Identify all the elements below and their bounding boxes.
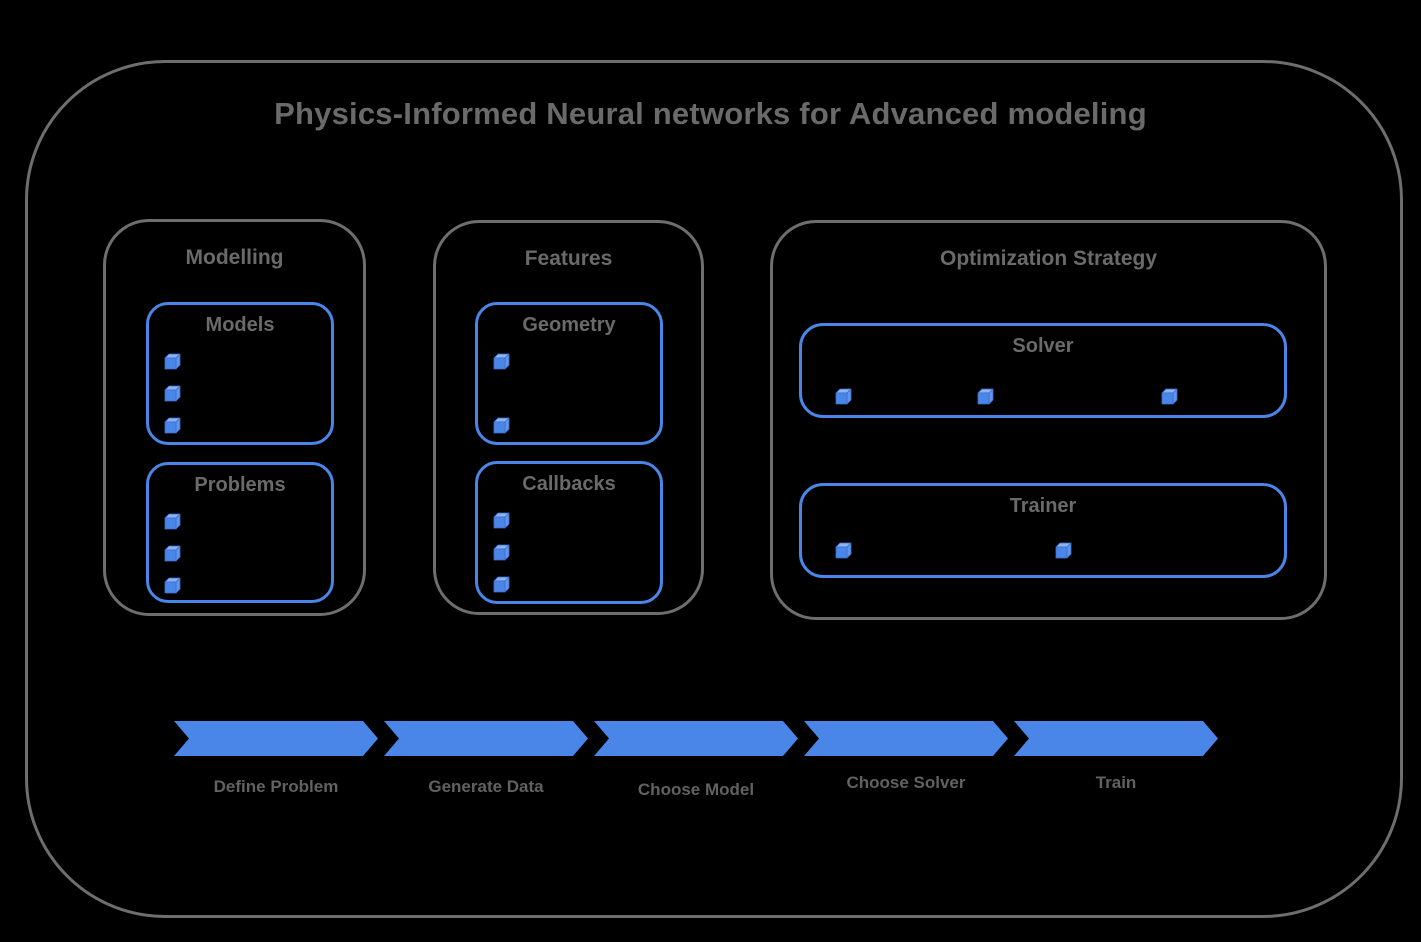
cube-icon	[164, 513, 181, 530]
pipeline-step-label: Define Problem	[213, 777, 339, 796]
pipeline-step-label: Choose Model	[637, 780, 755, 799]
section-modelling-title: Modelling	[185, 246, 284, 269]
cube-icon	[164, 545, 181, 562]
pipeline-step-label: Choose Solver	[846, 773, 966, 792]
cube-icon	[493, 417, 510, 434]
group-trainer-title: Trainer	[1009, 495, 1077, 517]
cube-icon	[164, 353, 181, 370]
pipeline-step-label: Generate Data	[428, 777, 544, 796]
section-modelling: Modelling Models Problems	[103, 219, 366, 616]
group-callbacks: Callbacks	[475, 461, 663, 604]
pipeline-step-choose-model: Choose Model	[594, 721, 798, 800]
cube-icon	[835, 542, 852, 559]
pipeline-step-choose-solver: Choose Solver	[804, 721, 1008, 800]
chevron-segment	[1014, 721, 1218, 756]
cube-icon	[164, 577, 181, 594]
cube-icon	[977, 388, 994, 405]
pipeline-step-define-problem: Define Problem	[174, 721, 378, 800]
cube-icon	[164, 385, 181, 402]
cube-icon	[1055, 542, 1072, 559]
section-optimization-strategy: Optimization Strategy Solver Trainer	[770, 220, 1327, 620]
group-problems: Problems	[146, 462, 334, 603]
group-solver: Solver	[799, 323, 1287, 418]
chevron-segment	[174, 721, 378, 756]
group-models-title: Models	[205, 314, 275, 336]
cube-icon	[493, 544, 510, 561]
cube-icon	[493, 576, 510, 593]
pipeline-step-generate-data: Generate Data	[384, 721, 588, 800]
pipeline-arrow: Define Problem Generate Data Choose Mode…	[174, 721, 1218, 800]
group-callbacks-title: Callbacks	[522, 473, 616, 495]
group-geometry: Geometry	[475, 302, 663, 445]
page-title: Physics-Informed Neural networks for Adv…	[274, 96, 1147, 131]
cube-icon	[164, 417, 181, 434]
group-trainer: Trainer	[799, 483, 1287, 578]
slide-outer-frame	[25, 60, 1403, 918]
group-models: Models	[146, 302, 334, 445]
section-optimization-strategy-title: Optimization Strategy	[939, 247, 1158, 270]
cube-icon	[493, 512, 510, 529]
chevron-segment	[384, 721, 588, 756]
cube-icon	[493, 353, 510, 370]
group-geometry-title: Geometry	[522, 314, 616, 336]
group-solver-title: Solver	[1012, 335, 1074, 357]
chevron-segment	[594, 721, 798, 756]
cube-icon	[835, 388, 852, 405]
pipeline-step-label: Train	[1095, 773, 1137, 792]
section-features-title: Features	[524, 247, 613, 270]
cube-icon	[1161, 388, 1178, 405]
chevron-segment	[804, 721, 1008, 756]
pipeline-step-train: Train	[1014, 721, 1218, 800]
group-problems-title: Problems	[194, 474, 286, 496]
section-features: Features Geometry Callbacks	[433, 220, 704, 615]
